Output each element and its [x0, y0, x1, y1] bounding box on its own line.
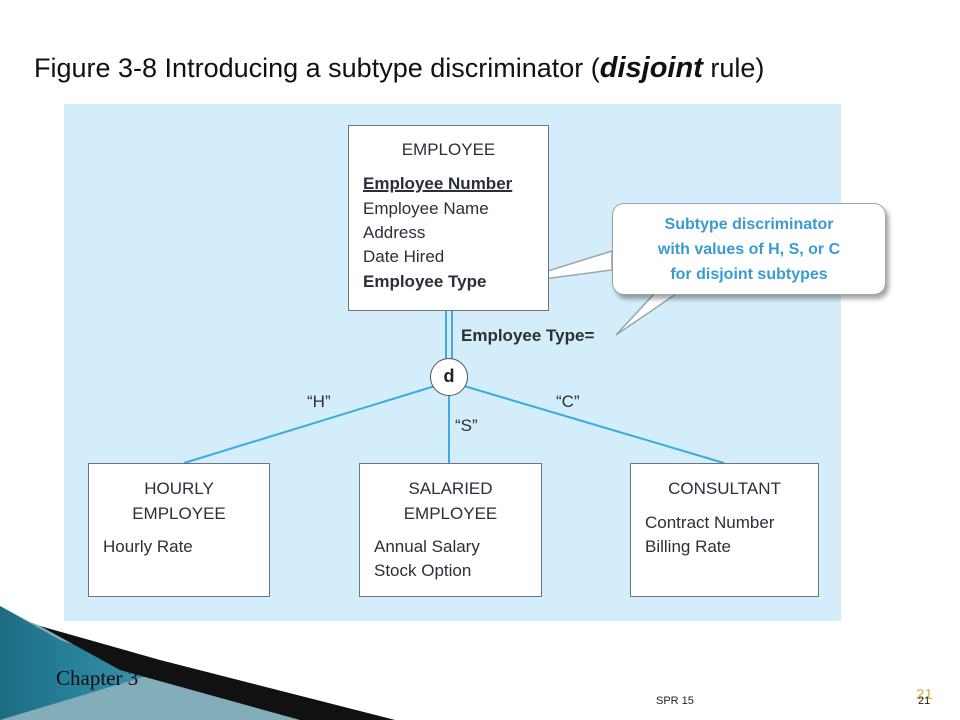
- employee-identifier: Employee Number: [363, 174, 513, 193]
- entity-name-line: SALARIED: [408, 479, 493, 498]
- callout-line: with values of H, S, or C: [657, 241, 841, 258]
- employee-attribute: Date Hired: [363, 247, 445, 266]
- value-salaried: “S”: [455, 416, 478, 435]
- consultant-entity: CONSULTANT Contract Number Billing Rate: [630, 463, 819, 597]
- employee-attribute: Address: [363, 223, 426, 242]
- callout-pointer-lower: [615, 293, 679, 336]
- discriminator-callout: Subtype discriminator with values of H, …: [612, 203, 886, 295]
- title-emphasis: disjoint: [599, 52, 703, 84]
- footer-course: SPR 15: [656, 695, 694, 707]
- footer-page-number: 21: [918, 695, 931, 707]
- employee-entity: EMPLOYEE Employee Number Employee Name A…: [348, 125, 549, 311]
- disjoint-symbol: d: [430, 358, 468, 396]
- employee-entity-name: EMPLOYEE: [401, 140, 496, 159]
- title-suffix: rule): [702, 53, 765, 83]
- title-prefix: Figure 3-8 Introducing a subtype discrim…: [34, 53, 600, 83]
- entity-name-line: CONSULTANT: [668, 479, 781, 498]
- value-hourly: “H”: [307, 392, 331, 411]
- slide-title: Figure 3-8 Introducing a subtype discrim…: [34, 52, 934, 85]
- corner-swoosh-decoration: [0, 606, 395, 720]
- callout-line: for disjoint subtypes: [670, 266, 828, 283]
- entity-name-line: EMPLOYEE: [132, 504, 226, 523]
- footer-page-ghost: 21: [916, 686, 933, 703]
- salaried-entity-name: SALARIED EMPLOYEE: [360, 476, 541, 526]
- consultant-attribute: Billing Rate: [645, 537, 731, 556]
- employee-discriminator-attribute: Employee Type: [363, 272, 487, 291]
- consultant-link: [463, 385, 725, 464]
- value-consultant: “C”: [556, 392, 580, 411]
- consultant-entity-name: CONSULTANT: [631, 476, 818, 501]
- eer-diagram: EMPLOYEE Employee Number Employee Name A…: [64, 104, 886, 621]
- entity-name-line: EMPLOYEE: [403, 504, 498, 523]
- hourly-employee-entity: HOURLY EMPLOYEE Hourly Rate: [88, 463, 270, 597]
- discriminator-label: Employee Type=: [461, 326, 595, 345]
- footer-chapter: Chapter 3: [56, 666, 139, 690]
- employee-attribute: Employee Name: [363, 199, 489, 218]
- hourly-attribute: Hourly Rate: [103, 537, 193, 556]
- consultant-attribute: Contract Number: [645, 513, 775, 532]
- salaried-employee-entity: SALARIED EMPLOYEE Annual Salary Stock Op…: [359, 463, 542, 597]
- entity-name-line: HOURLY: [144, 479, 214, 498]
- callout-line: Subtype discriminator: [664, 216, 834, 233]
- salaried-attribute: Annual Salary: [374, 537, 480, 556]
- hourly-link: [183, 385, 436, 464]
- hourly-entity-name: HOURLY EMPLOYEE: [89, 476, 269, 526]
- salaried-attribute: Stock Option: [374, 561, 472, 580]
